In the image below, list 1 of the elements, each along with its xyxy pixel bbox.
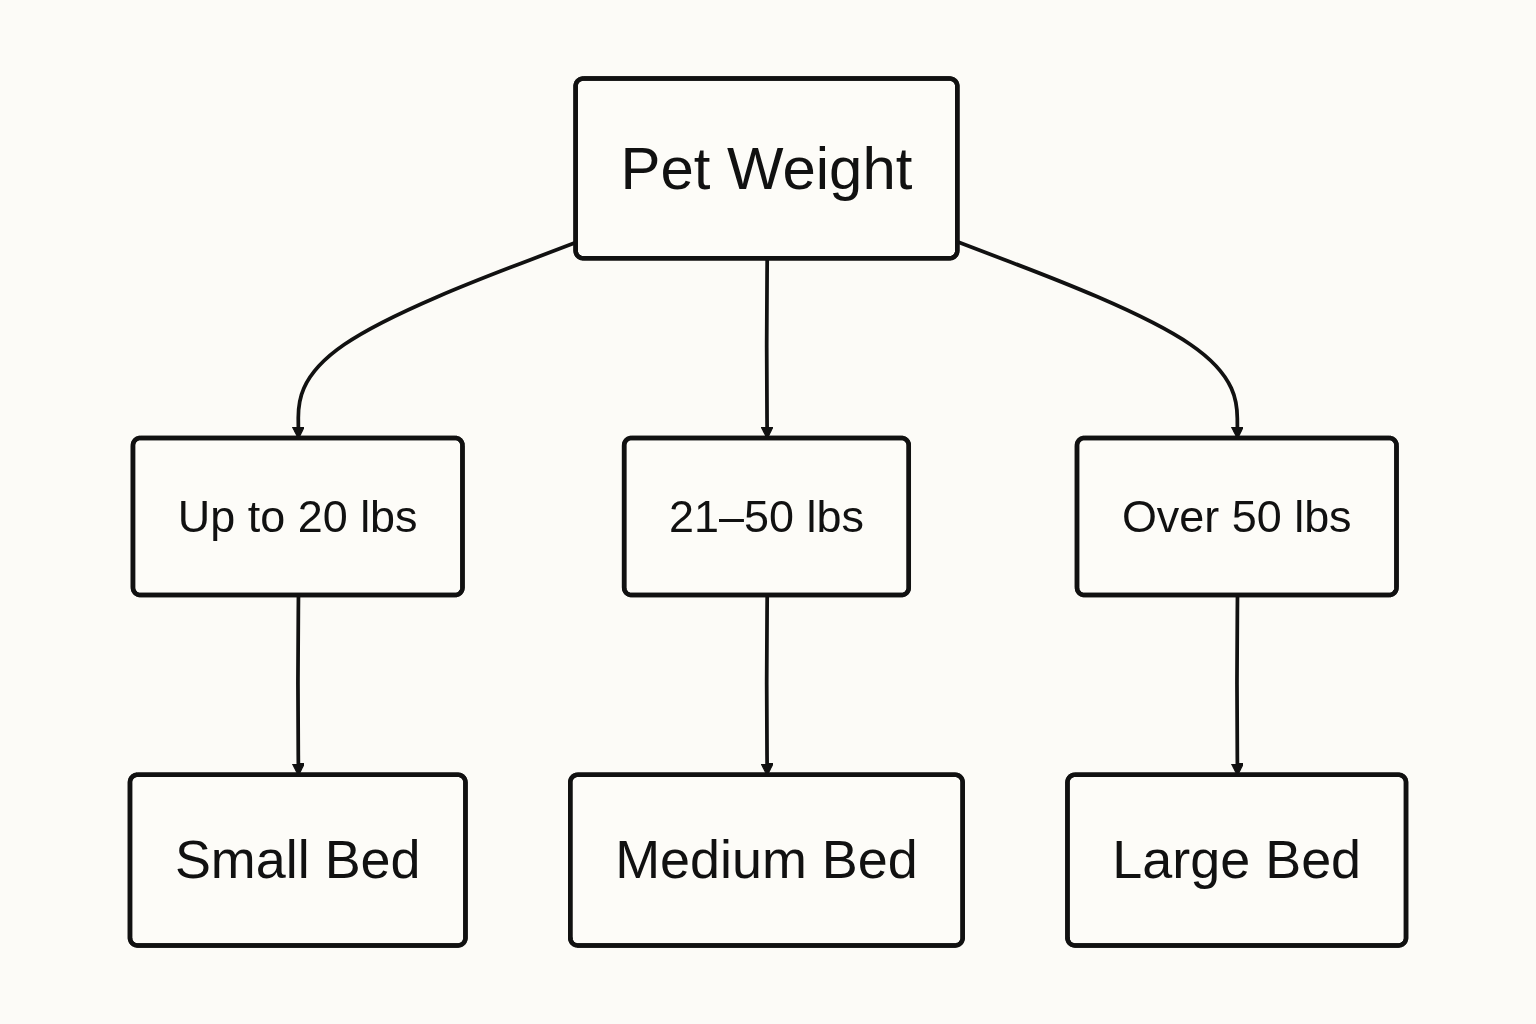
flowchart: Pet Weight Up to 20 lbs 21–50 lbs Over 50 lbs Small Bed Medium Bed Large Bed (118, 62, 1418, 962)
